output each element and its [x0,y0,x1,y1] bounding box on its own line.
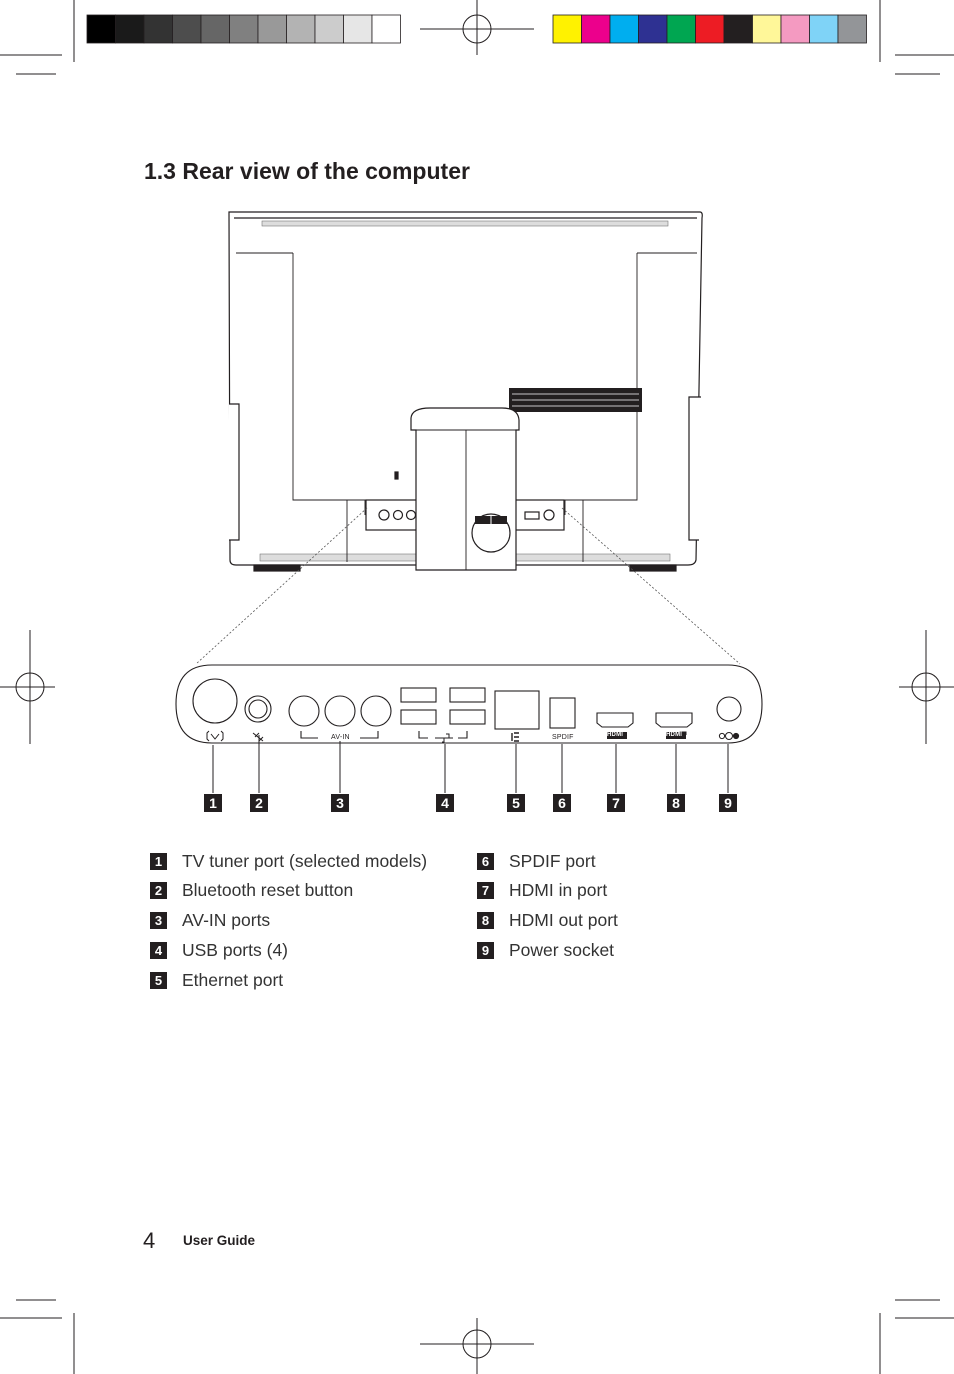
legend-item-power: 9 Power socket [477,939,614,961]
legend-item-hdmi-out: 8 HDMI out port [477,909,618,931]
legend-number: 7 [477,881,494,899]
color-swatch [780,14,810,44]
registration-mark-left [0,630,55,744]
legend-number: 5 [150,971,167,989]
legend-item-hdmi-in: 7 HDMI in port [477,879,607,901]
hdmi-out-port [655,712,693,728]
legend-label: TV tuner port (selected models) [182,850,428,871]
legend-item-ethernet: 5 Ethernet port [150,969,283,991]
color-swatch [837,14,867,44]
spdif-port [549,697,576,729]
color-swatch [552,14,582,44]
ethernet-port [494,690,540,730]
color-swatch [638,14,668,44]
color-swatch [666,14,696,44]
callout-4: 4 [436,794,454,812]
usb-port-3 [400,709,437,725]
color-swatch [581,14,611,44]
usb-port-2 [449,687,486,703]
legend-label: SPDIF port [509,850,596,871]
av-in-port-3 [360,695,392,727]
callout-6: 6 [553,794,571,812]
footer-label: User Guide [183,1233,256,1248]
color-swatch [752,14,782,44]
legend-item-bluetooth-reset: 2 Bluetooth reset button [150,879,353,901]
av-in-panel-label: AV-IN [331,734,350,741]
callout-9: 9 [719,794,737,812]
legend-item-spdif: 6 SPDIF port [477,850,596,872]
legend-label: HDMI out port [509,909,618,930]
legend-label: Power socket [509,939,615,960]
legend-number: 9 [477,941,494,959]
legend-number: 6 [477,852,494,870]
callout-5: 5 [507,794,525,812]
color-swatch [286,14,316,44]
legend-number: 1 [150,852,167,870]
av-in-port-2 [324,695,356,727]
color-swatch [172,14,202,44]
hdmi-out-panel-label: HDMI [666,732,683,738]
tv-tuner-port [192,678,238,724]
color-swatch [723,14,753,44]
page-number: 4 [143,1228,156,1253]
legend-label: Ethernet port [182,969,284,990]
color-swatch [115,14,145,44]
color-swatch [143,14,173,44]
callout-1: 1 [204,794,222,812]
legend-item-av-in: 3 AV-IN ports [150,909,270,931]
color-swatch [371,14,401,44]
registration-mark-right [899,630,954,744]
page-title: 1.3 Rear view of the computer [144,158,470,184]
legend-number: 4 [150,941,167,959]
legend-number: 3 [150,911,167,929]
process-color-bar [552,14,867,44]
hdmi-in-panel-label: HDMI [607,732,624,738]
spdif-panel-label: SPDIF [552,734,574,741]
callout-3: 3 [331,794,349,812]
color-swatch [314,14,344,44]
legend-label: Bluetooth reset button [182,879,354,900]
power-socket [716,696,742,722]
registration-mark-bottom [420,1318,534,1374]
color-swatch [609,14,639,44]
grayscale-bar [86,14,401,44]
color-swatch [343,14,373,44]
registration-mark-top [420,0,534,55]
av-in-port-1 [288,695,320,727]
hdmi-in-port [596,712,634,728]
color-swatch [809,14,839,44]
legend-item-tv-tuner: 1 TV tuner port (selected models) [150,850,427,872]
legend-label: HDMI in port [509,879,608,900]
color-swatch [257,14,287,44]
usb-port-4 [449,709,486,725]
callout-7: 7 [607,794,625,812]
color-swatch [200,14,230,44]
legend-label: USB ports (4) [182,939,288,960]
callout-8: 8 [667,794,685,812]
legend-number: 8 [477,911,494,929]
callout-2: 2 [250,794,268,812]
usb-port-1 [400,687,437,703]
legend-item-usb: 4 USB ports (4) [150,939,288,961]
legend-label: AV-IN ports [182,909,271,930]
legend-number: 2 [150,881,167,899]
